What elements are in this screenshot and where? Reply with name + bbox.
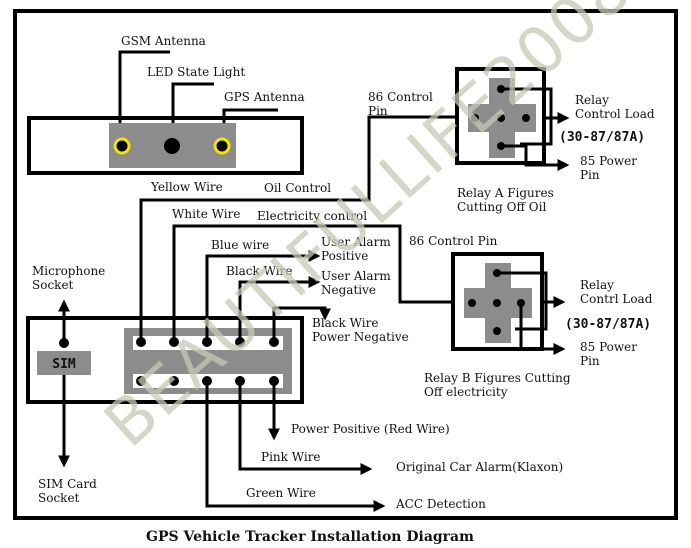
relay-a-pin	[522, 114, 530, 122]
outer-frame	[13, 9, 678, 520]
led-state-light-icon	[164, 138, 180, 154]
relay-a-load-label-2: Control Load	[575, 107, 655, 121]
white-wire	[172, 224, 453, 342]
black-alarm-wire-label: Black Wire	[226, 264, 292, 278]
relay-b-85-label: 85 Power	[580, 340, 637, 354]
gsm-antenna-port-icon	[113, 137, 131, 155]
gps-antenna-port-icon	[213, 137, 231, 155]
user-alarm-positive-label: User Alarm	[321, 235, 391, 249]
microphone-socket-label-2: Socket	[32, 278, 74, 292]
relay-a-85-label-2: Pin	[580, 168, 600, 182]
relay-b-86-label: 86 Control Pin	[409, 234, 498, 248]
relay-a-pin	[471, 114, 479, 122]
sim-card-socket-label-2: Socket	[38, 491, 80, 505]
green-wire-label: Green Wire	[246, 486, 316, 500]
gsm-antenna-line	[118, 50, 170, 123]
relay-b-caption-2: Off electricity	[424, 385, 508, 399]
oil-control-label: Oil Control	[264, 181, 331, 195]
electricity-control-label: Electricity control	[257, 209, 367, 223]
black-alarm-wire	[238, 276, 321, 342]
relay-b-load-label: Relay	[580, 278, 614, 292]
led-line	[171, 82, 214, 123]
red-wire-label: Power Positive (Red Wire)	[291, 422, 450, 436]
relay-a-load-label: Relay	[575, 93, 609, 107]
white-wire-label: White Wire	[172, 207, 240, 221]
relay-b-pins-label: (30-87/87A)	[565, 317, 651, 332]
user-alarm-positive-label-2: Positive	[321, 249, 368, 263]
car-alarm-label: Original Car Alarm(Klaxon)	[396, 460, 563, 474]
relay-a-caption: Relay A Figures	[457, 186, 554, 200]
user-alarm-negative-label-2: Negative	[321, 283, 376, 297]
relay-b-caption: Relay B Figures Cutting	[424, 371, 571, 385]
relay-b-85-label-2: Pin	[580, 354, 600, 368]
top-unit-housing	[27, 116, 304, 175]
diagram-title: GPS Vehicle Tracker Installation Diagram	[146, 529, 474, 545]
relay-b-pin	[468, 299, 476, 307]
yellow-wire	[139, 115, 457, 342]
black-power-wire	[272, 306, 331, 342]
sim-slot-label: SIM	[52, 357, 76, 372]
gps-antenna-line	[222, 108, 278, 123]
blue-wire-label: Blue wire	[211, 238, 269, 252]
microphone-socket-label: Microphone	[32, 264, 105, 278]
black-power-wire-label: Black Wire	[312, 316, 378, 330]
relay-a-86-label: 86 Control	[368, 90, 433, 104]
relay-b	[451, 252, 566, 355]
relay-b-85-arrow	[519, 303, 566, 355]
power-negative-label: Power Negative	[312, 330, 409, 344]
relay-a-caption-2: Cutting Off Oil	[457, 200, 546, 214]
relay-a-pins-label: (30-87/87A)	[559, 130, 645, 145]
sim-slot	[37, 351, 91, 375]
pink-wire	[238, 381, 373, 475]
relay-a-85-arrow	[501, 144, 570, 171]
connector-pin	[136, 376, 146, 386]
relay-a-pin	[497, 114, 505, 122]
gsm-antenna-label: GSM Antenna	[121, 34, 206, 48]
relay-b-pin	[493, 327, 501, 335]
sim-card-socket-label: SIM Card	[38, 477, 97, 491]
relay-b-load-label-2: Contrl Load	[580, 292, 653, 306]
green-wire	[205, 381, 386, 512]
connector-pin	[169, 376, 179, 386]
blue-wire	[205, 250, 321, 342]
gps-antenna-label: GPS Antenna	[224, 90, 305, 104]
pink-wire-label: Pink Wire	[261, 450, 321, 464]
relay-a-85-label: 85 Power	[580, 154, 637, 168]
yellow-wire-label: Yellow Wire	[150, 180, 223, 194]
top-unit	[27, 50, 304, 175]
acc-detection-label: ACC Detection	[395, 497, 486, 511]
led-state-light-label: LED State Light	[147, 65, 245, 79]
relay-a-86-label-2: Pin	[368, 104, 388, 118]
user-alarm-negative-label: User Alarm	[321, 269, 391, 283]
tracker-housing	[26, 316, 304, 404]
relay-b-pin	[493, 299, 501, 307]
